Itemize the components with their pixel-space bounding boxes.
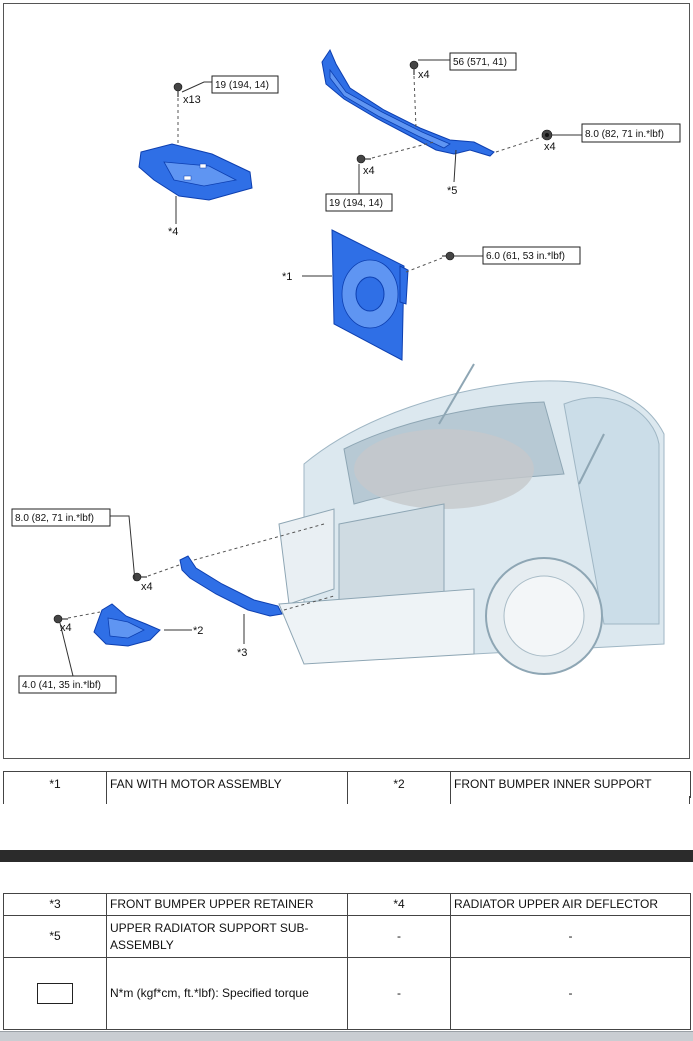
callout-4: *4 (168, 226, 178, 238)
torque-legend-swatch-cell (3, 957, 107, 1031)
legend-num: - (347, 915, 451, 959)
legend-text: - (450, 915, 691, 959)
legend-table-top: *1 FAN WITH MOTOR ASSEMBLY *2 FRONT BUMP… (3, 771, 691, 798)
qty-x4-left-lower: x4 (60, 622, 72, 634)
page-break-bar (0, 850, 693, 862)
legend-text: FRONT BUMPER UPPER RETAINER (106, 892, 348, 917)
front-bumper-upper-retainer (179, 555, 283, 617)
torque-spec-6: 6.0 (61, 53 in.*lbf) (482, 246, 581, 265)
torque-spec-8-left: 8.0 (82, 71 in.*lbf) (11, 508, 111, 527)
legend-table-bottom: *3 FRONT BUMPER UPPER RETAINER *4 RADIAT… (3, 892, 691, 1031)
exploded-parts-diagram: 19 (194, 14) 56 (571, 41) 8.0 (82, 71 in… (11, 48, 681, 694)
legend-text: UPPER RADIATOR SUPPORT SUB-ASSEMBLY (106, 915, 348, 959)
legend-text: FRONT BUMPER INNER SUPPORT (450, 771, 691, 798)
torque-spec-56: 56 (571, 41) (449, 52, 517, 71)
legend-num: *3 (3, 892, 107, 917)
svg-text:56 (571, 41): 56 (571, 41) (453, 57, 507, 68)
fan-with-motor-assembly (331, 229, 409, 361)
torque-spec-4: 4.0 (41, 35 in.*lbf) (18, 675, 117, 694)
svg-text:6.0 (61, 53 in.*lbf): 6.0 (61, 53 in.*lbf) (486, 251, 565, 262)
torque-spec-19-top: 19 (194, 14) (211, 75, 279, 94)
table-row: *3 FRONT BUMPER UPPER RETAINER *4 RADIAT… (3, 892, 691, 917)
bolt-icon (53, 60, 553, 624)
svg-text:8.0 (82, 71 in.*lbf): 8.0 (82, 71 in.*lbf) (585, 129, 664, 140)
diagram-frame: 19 (194, 14) 56 (571, 41) 8.0 (82, 71 in… (3, 3, 690, 759)
legend-num: *1 (3, 771, 107, 798)
bottom-scroll-strip (0, 1031, 693, 1041)
car-front-illustration (278, 363, 665, 675)
legend-num: - (347, 957, 451, 1031)
table-row: N*m (kgf*cm, ft.*lbf): Specified torque … (3, 957, 691, 1031)
torque-box-swatch (37, 983, 73, 1005)
legend-num: *5 (3, 915, 107, 959)
legend-num: *2 (347, 771, 451, 798)
radiator-upper-air-deflector (138, 143, 253, 201)
upper-radiator-support-sub-assembly (321, 48, 495, 157)
front-bumper-inner-support (93, 603, 161, 647)
qty-x13: x13 (183, 94, 201, 106)
legend-top-tail (3, 796, 690, 804)
legend-text: - (450, 957, 691, 1031)
qty-x4-right: x4 (544, 141, 556, 153)
qty-x4-top: x4 (418, 69, 430, 81)
torque-spec-19-mid: 19 (194, 14) (325, 193, 393, 212)
legend-text: RADIATOR UPPER AIR DEFLECTOR (450, 892, 691, 917)
legend-num: *4 (347, 892, 451, 917)
svg-text:19 (194, 14): 19 (194, 14) (215, 80, 269, 91)
svg-text:8.0 (82, 71 in.*lbf): 8.0 (82, 71 in.*lbf) (15, 513, 94, 524)
svg-text:19 (194, 14): 19 (194, 14) (329, 198, 383, 209)
callout-5: *5 (447, 185, 457, 197)
callout-3: *3 (237, 647, 247, 659)
table-row: *5 UPPER RADIATOR SUPPORT SUB-ASSEMBLY -… (3, 915, 691, 959)
legend-text: N*m (kgf*cm, ft.*lbf): Specified torque (106, 957, 348, 1031)
torque-spec-8-right: 8.0 (82, 71 in.*lbf) (581, 123, 681, 143)
callout-2: *2 (193, 625, 203, 637)
qty-x4-mid: x4 (363, 165, 375, 177)
callout-1: *1 (282, 271, 292, 283)
svg-text:4.0 (41, 35 in.*lbf): 4.0 (41, 35 in.*lbf) (22, 680, 101, 691)
table-row: *1 FAN WITH MOTOR ASSEMBLY *2 FRONT BUMP… (3, 771, 691, 798)
qty-x4-left-upper: x4 (141, 581, 153, 593)
legend-text: FAN WITH MOTOR ASSEMBLY (106, 771, 348, 798)
